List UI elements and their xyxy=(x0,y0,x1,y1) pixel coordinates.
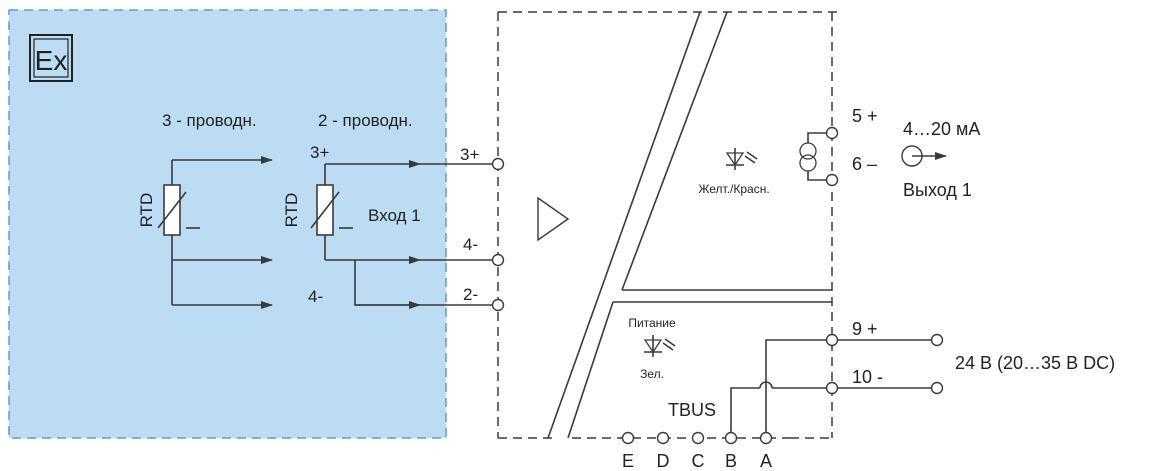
module-diagonal-right xyxy=(621,11,728,291)
power-terminal-minus-label: 10 - xyxy=(852,367,883,387)
output-terminal-plus-label: 5 + xyxy=(852,106,878,126)
module-diagonal-left xyxy=(547,11,701,439)
input-terminal-4minus xyxy=(491,253,505,267)
bus-terminal-label-e: E xyxy=(622,451,634,471)
input-label: Вход 1 xyxy=(368,206,421,225)
supply-terminal-minus xyxy=(930,381,944,395)
rtd-3wire-label: RTD xyxy=(137,193,156,228)
output-terminal-5plus xyxy=(825,126,839,140)
ex-symbol-icon: Ex xyxy=(29,34,73,82)
power-terminal-10minus xyxy=(825,381,839,395)
ex-symbol-text: Ex xyxy=(35,45,68,76)
input-terminal-3plus xyxy=(491,157,505,171)
hazardous-area-panel xyxy=(8,9,447,439)
wire-4minus-label: 4- xyxy=(308,287,323,306)
supply-terminal-plus xyxy=(930,333,944,347)
bus-terminal-label-d: D xyxy=(657,451,670,471)
terminal-label-3plus: 3+ xyxy=(460,145,479,164)
bus-terminal-d xyxy=(656,431,670,445)
bus-terminal-label-b: B xyxy=(725,451,737,471)
terminal-label-4minus: 4- xyxy=(463,235,478,254)
power-terminal-plus-label: 9 + xyxy=(852,319,878,339)
amplifier-icon xyxy=(537,196,570,242)
power-wire-plus xyxy=(765,339,832,438)
two-wire-label: 2 - проводн. xyxy=(318,111,413,130)
output-led-label: Желт./Красн. xyxy=(698,182,769,196)
bus-terminal-c xyxy=(691,431,705,445)
output-terminal-minus-label: 6 – xyxy=(852,154,877,174)
bus-terminal-e xyxy=(621,431,635,445)
rtd-3wire-icon xyxy=(157,160,200,305)
supply-voltage-label: 24 В (20…35 В DC) xyxy=(955,353,1115,373)
bus-terminal-label-c: C xyxy=(692,451,705,471)
power-wire-crossover xyxy=(759,381,773,389)
input-terminal-2minus xyxy=(491,298,505,312)
current-source-icon xyxy=(799,132,832,181)
power-led-title: Питание xyxy=(628,316,676,330)
three-wire-label: 3 - проводн. xyxy=(162,111,257,130)
power-wire-minus-left xyxy=(730,387,760,438)
rtd-2wire-label: RTD xyxy=(282,193,301,228)
bus-terminal-a xyxy=(759,431,773,445)
module-diagonal-lower xyxy=(567,301,614,439)
output-range-label: 4…20 мА xyxy=(903,119,980,139)
wire-3plus-label: 3+ xyxy=(310,143,329,162)
output-arrow-icon xyxy=(901,145,947,167)
tbus-label: TBUS xyxy=(668,400,716,420)
output-name-label: Выход 1 xyxy=(903,180,972,200)
bus-terminal-label-a: A xyxy=(760,451,772,471)
bus-terminal-b xyxy=(724,431,738,445)
led-green-icon xyxy=(643,335,676,357)
rtd-2wire-icon xyxy=(310,164,353,260)
power-led-color-label: Зел. xyxy=(640,367,664,381)
power-terminal-9plus xyxy=(825,333,839,347)
led-yellow-red-icon xyxy=(725,148,758,170)
output-terminal-6minus xyxy=(825,173,839,187)
terminal-label-2minus: 2- xyxy=(463,285,478,304)
